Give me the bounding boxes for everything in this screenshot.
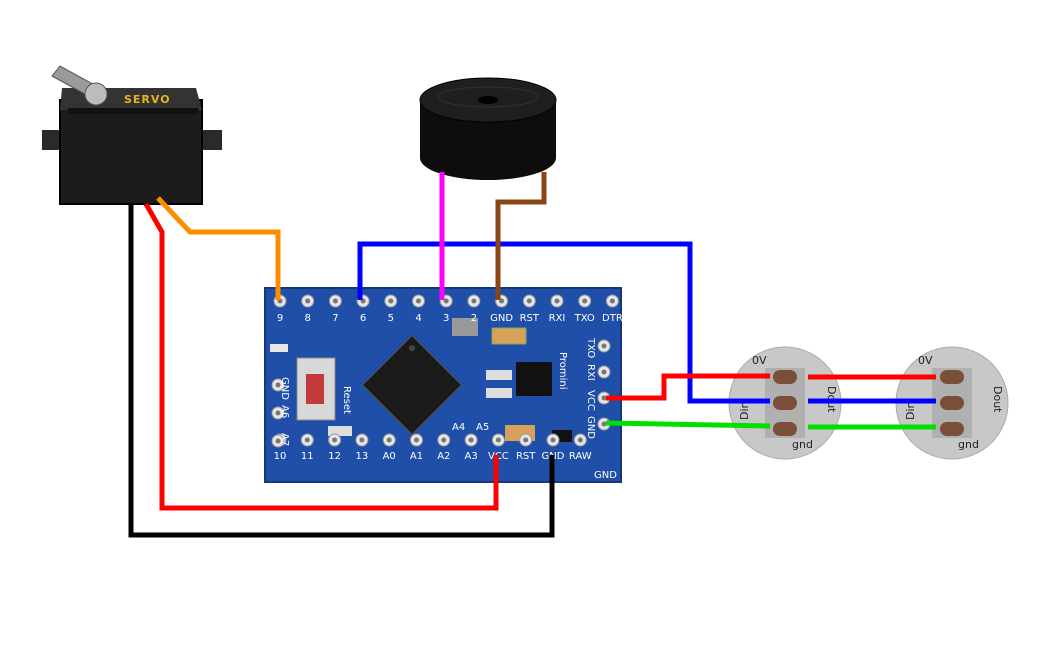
servo: SERVO (42, 65, 222, 205)
pin-label: 10 (274, 451, 287, 462)
pin-label: 3 (443, 313, 449, 324)
pin-label: GND (585, 416, 596, 439)
pin-label: 4 (415, 313, 421, 324)
led1-label-din: Din (738, 401, 751, 420)
wire-led-vcc (606, 373, 770, 401)
pin-label: TXO (585, 337, 596, 358)
wires (128, 172, 936, 538)
pin-label-a5: A5 (476, 422, 489, 433)
led2-label-0v: 0V (918, 354, 933, 367)
reset-label: Reset (341, 386, 352, 414)
pin-label: RST (516, 451, 536, 462)
pin-label: 5 (388, 313, 394, 324)
pin-label: VCC (585, 390, 596, 411)
pin-label: TXO (574, 313, 595, 324)
pin-label: A3 (464, 451, 477, 462)
pin-label: A6 (279, 405, 290, 418)
led2-label-gnd: gnd (958, 438, 979, 451)
pin-label: 6 (360, 313, 366, 324)
pin-label: 7 (332, 313, 338, 324)
led2-label-din: Din (904, 401, 917, 420)
led2-label-dout: Dout (991, 386, 1004, 413)
wire-data-pin6 (357, 241, 770, 404)
promini-label: Promini (557, 352, 568, 390)
wire-servo-vcc (143, 202, 499, 511)
pin-label: A7 (279, 433, 290, 446)
wire-led-gnd (605, 420, 771, 429)
pin-label: RST (520, 313, 540, 324)
pin-label: GND (490, 313, 513, 324)
servo-label: SERVO (124, 93, 171, 106)
pin-label: A1 (410, 451, 423, 462)
led1-label-0v: 0V (752, 354, 767, 367)
pin-label: 13 (356, 451, 369, 462)
pin-label: GND (279, 377, 290, 400)
pin-label: RXI (549, 313, 566, 324)
wire-servo-signal (156, 196, 281, 300)
wire-buzzer-gnd (495, 172, 547, 300)
pin-label: 9 (277, 313, 283, 324)
pin-label-a4: A4 (452, 422, 465, 433)
top-pin-header: 9 8 7 6 5 4 3 2 GND RST RXI TXO DTR (273, 294, 623, 324)
wire-servo-gnd (128, 204, 555, 538)
pin-label: 12 (328, 451, 341, 462)
pin-label: A0 (383, 451, 396, 462)
pin-label: DTR (602, 313, 623, 324)
pin-label: 2 (471, 313, 477, 324)
pin-label: 11 (301, 451, 314, 462)
pin-label-extra-gnd: GND (594, 470, 617, 481)
buzzer (419, 77, 557, 180)
pin-label: RAW (569, 451, 592, 462)
pin-label: A2 (437, 451, 450, 462)
pin-label: RXI (585, 364, 596, 381)
led1-label-gnd: gnd (792, 438, 813, 451)
atmega-chip (361, 334, 463, 436)
pin-label: 8 (305, 313, 311, 324)
